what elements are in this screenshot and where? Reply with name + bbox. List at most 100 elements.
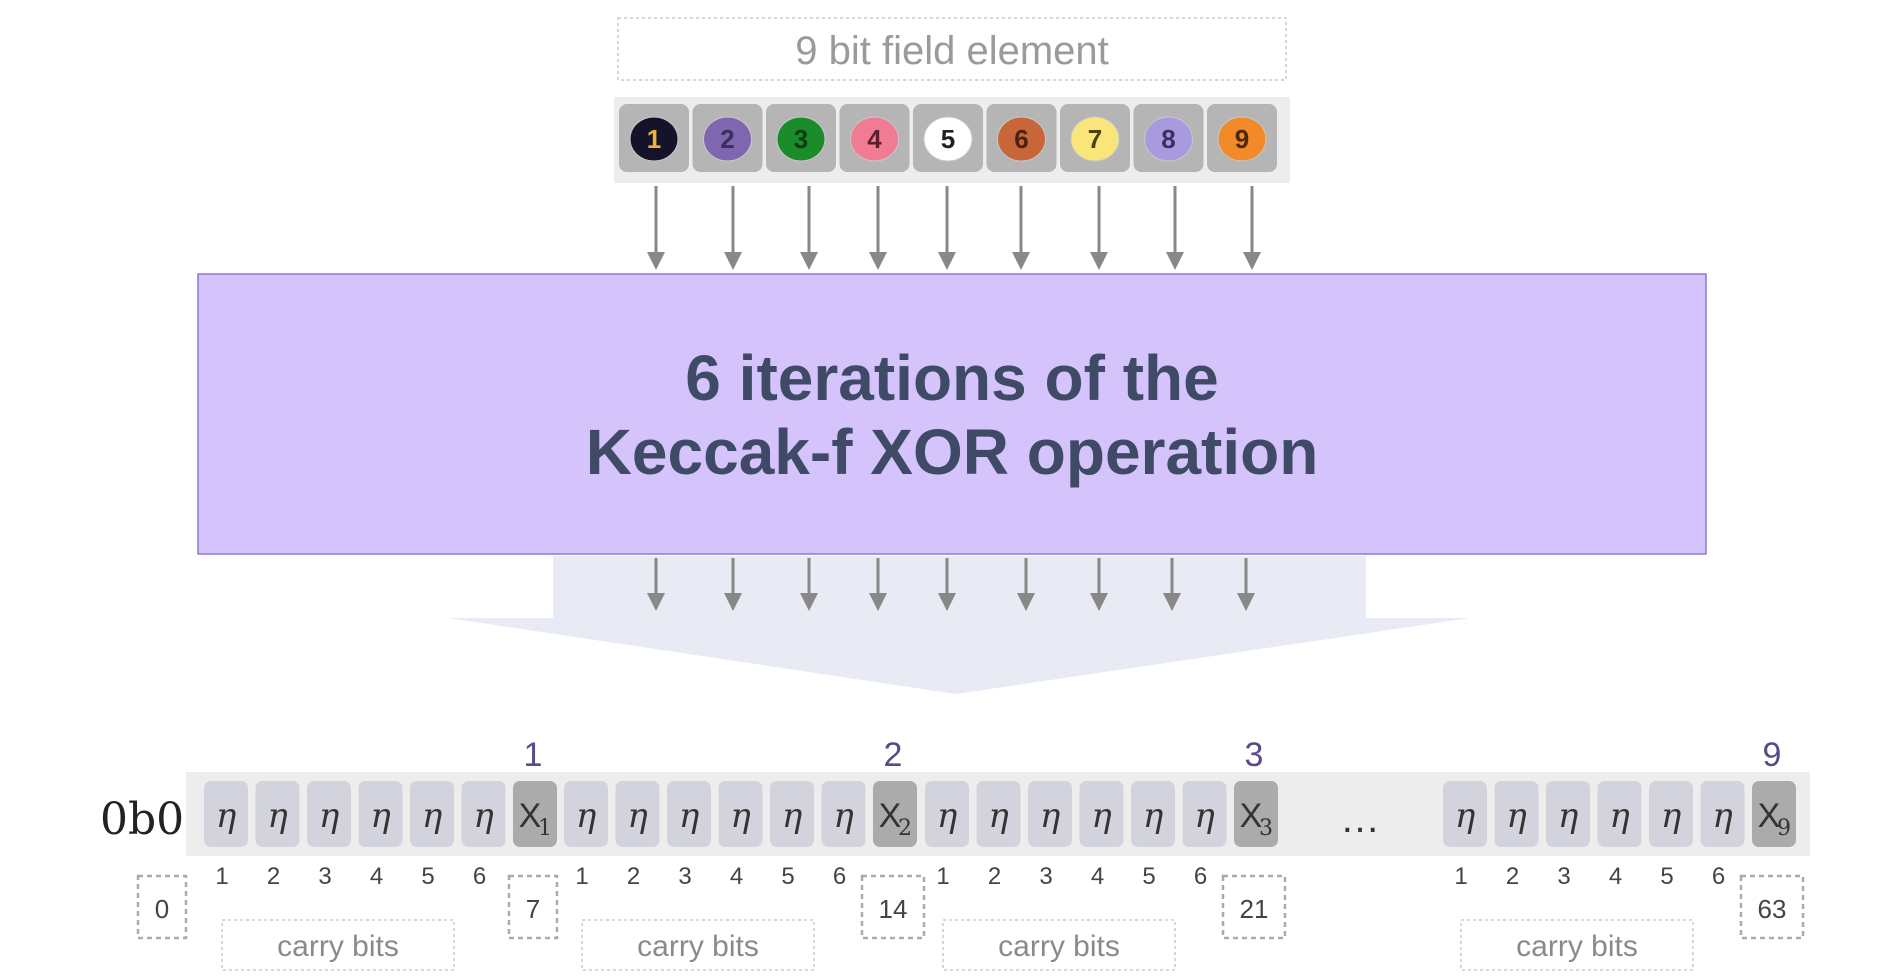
eta-cell: η [307, 781, 351, 847]
x-subscript: 2 [898, 816, 912, 841]
carry-index: 1 [215, 863, 228, 890]
position-label: 7 [526, 894, 540, 924]
eta-symbol: η [319, 796, 340, 836]
carry-bits-label: carry bits [581, 919, 815, 971]
position-label: 21 [1240, 894, 1269, 924]
eta-symbol: η [782, 796, 803, 836]
eta-cell: η [976, 781, 1021, 847]
x-subscript: 3 [1259, 816, 1273, 841]
eta-cell: η [1182, 781, 1227, 847]
eta-cell: η [1443, 781, 1487, 847]
carry-index: 6 [833, 863, 846, 890]
input-arrow [1090, 186, 1108, 270]
eta-cell: η [615, 781, 660, 847]
carry-index: 4 [370, 863, 383, 890]
eta-cell: η [770, 781, 814, 847]
eta-symbol: η [267, 796, 288, 836]
carry-index: 3 [1557, 863, 1570, 890]
carry-bits-text: carry bits [277, 930, 399, 963]
bit-cell-5: 5 [913, 104, 983, 172]
input-arrow [1166, 186, 1184, 270]
input-arrow [869, 186, 887, 270]
bit-label: 3 [794, 124, 808, 154]
position-label: 0 [155, 894, 169, 924]
input-arrow [938, 186, 956, 270]
eta-symbol: η [370, 796, 391, 836]
output-arrow [800, 558, 818, 611]
output-arrow [647, 558, 665, 611]
carry-index: 4 [730, 863, 743, 890]
bit-cell-9: 9 [1207, 104, 1277, 172]
title-text: 9 bit field element [795, 29, 1109, 73]
eta-cell: η [1546, 781, 1590, 847]
carry-index: 1 [575, 863, 588, 890]
eta-symbol: η [1506, 796, 1527, 836]
bit-cell-6: 6 [986, 104, 1057, 172]
carry-index: 1 [936, 863, 949, 890]
x-symbol: X [1758, 797, 1781, 835]
eta-symbol: η [216, 796, 237, 836]
output-arrow [1163, 558, 1181, 611]
output-arrow [1237, 558, 1255, 611]
x-cell-9: X9 [1752, 781, 1796, 847]
carry-index: 5 [1142, 863, 1155, 890]
carry-index: 2 [1506, 863, 1519, 890]
carry-index: 2 [988, 863, 1001, 890]
position-box-end: 7 [507, 874, 559, 940]
eta-symbol: η [1143, 796, 1164, 836]
x-symbol: X [519, 797, 542, 835]
bit-label: 1 [647, 124, 661, 154]
carry-bits-label: carry bits [221, 919, 455, 971]
carry-index: 3 [678, 863, 691, 890]
eta-symbol: η [988, 796, 1009, 836]
eta-symbol: η [1040, 796, 1061, 836]
eta-cell: η [204, 781, 248, 847]
eta-cell: η [667, 781, 711, 847]
bit-position-label: 1 [524, 736, 543, 774]
input-arrow [647, 186, 665, 270]
eta-symbol: η [627, 796, 648, 836]
carry-index: 5 [1660, 863, 1673, 890]
output-arrow [724, 558, 742, 611]
eta-cell: η [1597, 781, 1642, 847]
position-box-end: 63 [1739, 874, 1805, 940]
output-arrow [1017, 558, 1035, 611]
field-element-title: 9 bit field element [617, 17, 1287, 81]
input-arrow [724, 186, 742, 270]
binary-prefix: 0b0 [100, 794, 184, 845]
position-label: 14 [879, 894, 908, 924]
eta-symbol: η [1661, 796, 1682, 836]
x-subscript: 1 [538, 816, 552, 841]
bit-cell-8: 8 [1133, 104, 1204, 172]
eta-symbol: η [1558, 796, 1579, 836]
carry-index: 4 [1609, 863, 1622, 890]
eta-symbol: η [1091, 796, 1112, 836]
eta-cell: η [718, 781, 763, 847]
bit-cell-2: 2 [692, 104, 763, 172]
carry-index: 1 [1454, 863, 1467, 890]
eta-cell: η [1649, 781, 1693, 847]
operation-line-2: Keccak-f XOR operation [586, 416, 1319, 488]
eta-symbol: η [576, 796, 597, 836]
eta-cell: η [461, 781, 506, 847]
input-arrow [1243, 186, 1261, 270]
eta-symbol: η [1609, 796, 1630, 836]
bit-label: 5 [941, 124, 955, 154]
input-arrow [800, 186, 818, 270]
x-cell-3: X3 [1234, 781, 1278, 847]
eta-cell: η [1028, 781, 1072, 847]
eta-symbol: η [473, 796, 494, 836]
eta-symbol: η [1194, 796, 1215, 836]
position-box-end: 14 [860, 874, 926, 940]
output-arrow [938, 558, 956, 611]
eta-cell: η [821, 781, 866, 847]
bit-label: 2 [720, 124, 734, 154]
position-label: 63 [1758, 894, 1787, 924]
